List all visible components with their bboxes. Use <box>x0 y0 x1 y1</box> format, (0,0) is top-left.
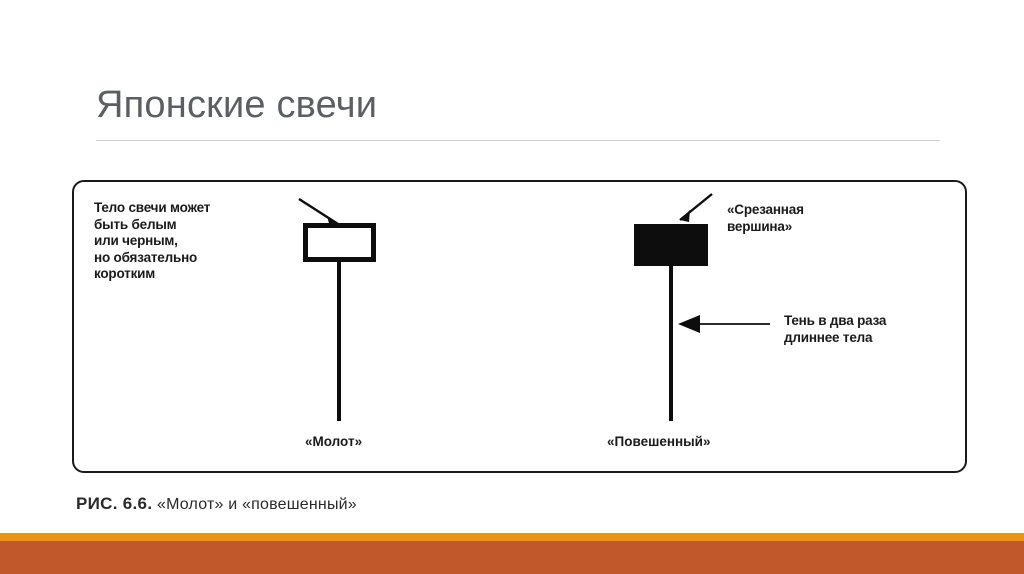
footer-bar-terracotta <box>0 541 1024 574</box>
figure-caption: РИС. 6.6. «Молот» и «повешенный» <box>76 494 357 514</box>
page-title: Японские свечи <box>96 84 378 126</box>
note-cut-top: «Срезанная вершина» <box>727 202 804 234</box>
figure-caption-number: РИС. 6.6. <box>76 494 153 513</box>
footer-bar-amber <box>0 533 1024 541</box>
candle-hammer-wick <box>337 260 341 421</box>
note-body-description: Тело свечи может быть белым или черным, … <box>94 200 211 281</box>
figure-panel <box>72 180 967 473</box>
figure-caption-text: «Молот» и «повешенный» <box>152 496 357 513</box>
arrow-down-right-icon <box>298 197 341 227</box>
candle-label-hanging-man: «Повешенный» <box>607 434 711 449</box>
title-divider <box>96 140 940 141</box>
candle-hammer-body <box>303 223 376 262</box>
arrow-down-left-icon <box>673 193 713 227</box>
note-shadow-length: Тень в два раза длиннее тела <box>784 313 887 345</box>
candle-hanging-man-body <box>634 224 708 266</box>
candle-label-hammer: «Молот» <box>305 434 363 449</box>
candle-hanging-man-wick <box>669 264 673 421</box>
arrow-left-icon <box>678 315 770 333</box>
